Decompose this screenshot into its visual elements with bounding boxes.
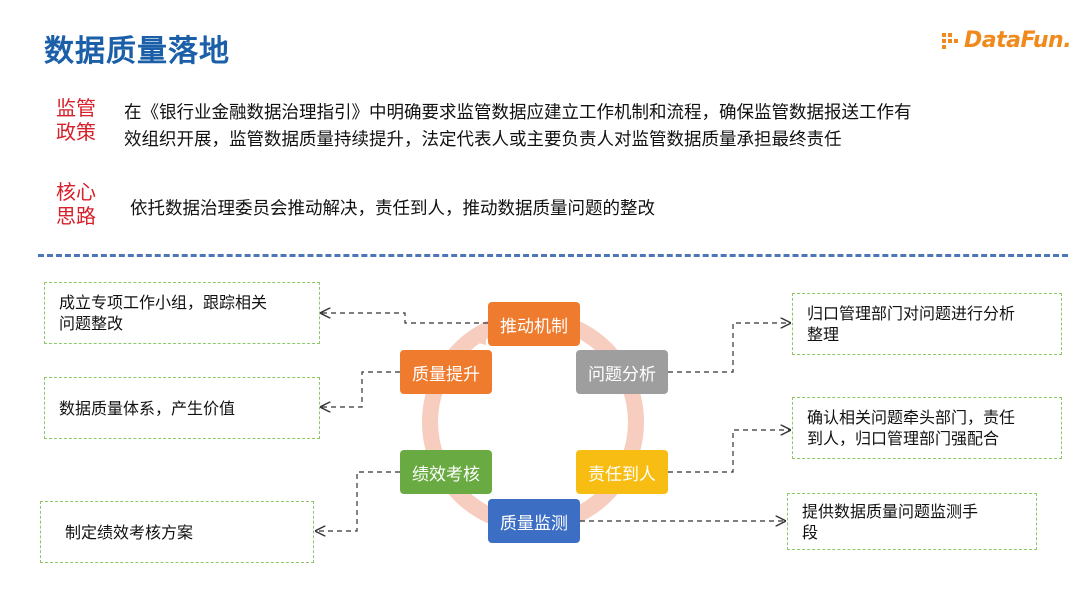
regulatory-policy-text: 在《银行业金融数据治理指引》中明确要求监管数据应建立工作机制和流程，确保监管数据… [124, 100, 912, 154]
callout-line: 数据质量体系，产生价值 [59, 398, 236, 418]
callout-line: 制定绩效考核方案 [65, 522, 194, 542]
core-idea-text: 依托数据治理委员会推动解决，责任到人，推动数据质量问题的整改 [130, 196, 655, 223]
datafun-logo: DataFun. [942, 28, 1072, 53]
callout-monitoring-tools: 提供数据质量问题监测手 段 [787, 493, 1037, 550]
callout-line: 整理 [807, 325, 840, 344]
paragraph-line: 依托数据治理委员会推动解决，责任到人，推动数据质量问题的整改 [130, 199, 655, 219]
connector-push-mechanism [321, 313, 488, 324]
page-title: 数据质量落地 [44, 34, 230, 69]
callout-line: 归口管理部门对问题进行分析 [807, 304, 1016, 323]
callout-line: 提供数据质量问题监测手 [802, 501, 979, 521]
logo-text: DataFun. [964, 28, 1072, 53]
callout-line: 段 [802, 522, 819, 542]
node-quality-improvement: 质量提升 [400, 350, 492, 394]
cycle-arrow-head [468, 322, 486, 345]
callout-analysis: 归口管理部门对问题进行分析 整理 [792, 293, 1062, 355]
node-responsibility: 责任到人 [576, 450, 668, 494]
connector-responsibility [668, 430, 790, 473]
tag-regulatory-policy: 监管政策 [56, 96, 96, 144]
callout-responsibility: 确认相关问题牵头部门，责任 到人，归口管理部门强配合 [792, 397, 1062, 459]
callout-line: 确认相关问题牵头部门，责任 [807, 408, 1016, 427]
node-performance-review: 绩效考核 [400, 450, 492, 494]
tag-core-idea: 核心思路 [56, 180, 96, 228]
section-divider [38, 254, 1068, 257]
node-quality-monitoring: 质量监测 [488, 499, 580, 543]
node-push-mechanism: 推动机制 [488, 302, 580, 346]
connector-performance-review [316, 471, 400, 531]
callout-task-force: 成立专项工作小组，跟踪相关 问题整改 [44, 282, 320, 344]
connector-issue-analysis [668, 323, 790, 373]
node-issue-analysis: 问题分析 [576, 350, 668, 394]
paragraph-line: 在《银行业金融数据治理指引》中明确要求监管数据应建立工作机制和流程，确保监管数据… [124, 103, 912, 123]
connector-quality-improvement [321, 371, 400, 407]
logo-dots-icon [942, 32, 958, 49]
paragraph-line: 效组织开展，监管数据质量持续提升，法定代表人或主要负责人对监管数据质量承担最终责… [124, 130, 842, 150]
callout-line: 问题整改 [59, 314, 124, 333]
callout-line: 到人，归口管理部门强配合 [807, 429, 1000, 448]
callout-line: 成立专项工作小组，跟踪相关 [59, 293, 268, 312]
callout-performance-plan: 制定绩效考核方案 [40, 501, 314, 563]
callout-quality-system: 数据质量体系，产生价值 [44, 377, 320, 439]
